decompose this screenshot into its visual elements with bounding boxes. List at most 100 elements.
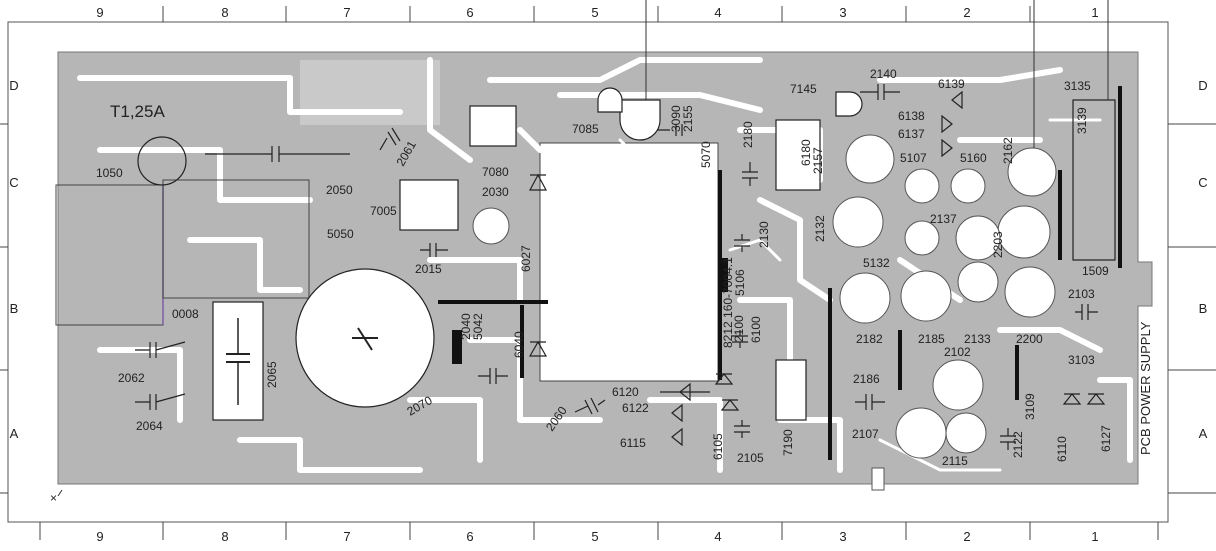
component-label-7085: 7085 xyxy=(572,122,599,136)
grid-row-D-left: D xyxy=(9,78,18,93)
fiducial-mark: × xyxy=(50,491,57,505)
fuse-rating: T1,25A xyxy=(110,102,165,121)
ic-7005 xyxy=(399,179,459,231)
component-label-6100: 6100 xyxy=(749,316,763,343)
component-label-2185: 2185 xyxy=(918,332,945,346)
component-label-6122: 6122 xyxy=(622,401,649,415)
component-label-6120: 6120 xyxy=(612,385,639,399)
grid-row-C-right: C xyxy=(1198,175,1207,190)
component-label-2132: 2132 xyxy=(813,215,827,242)
grid-col-8-top: 8 xyxy=(221,5,228,20)
grid-col-3-top: 3 xyxy=(839,5,846,20)
component-label-3090: 3090 xyxy=(669,105,683,132)
grid-ticks xyxy=(0,6,1216,540)
component-label-2107: 2107 xyxy=(852,427,879,441)
grid-col-6-top: 6 xyxy=(466,5,473,20)
component-label-2180: 2180 xyxy=(741,121,755,148)
component-label-2133: 2133 xyxy=(964,332,991,346)
grid-row-A-right: A xyxy=(1199,426,1208,441)
component-label-2115: 2115 xyxy=(942,454,968,468)
component-label-2200: 2200 xyxy=(1016,332,1043,346)
component-label-3139: 3139 xyxy=(1075,107,1089,134)
component-label-2103: 2103 xyxy=(1068,287,1095,301)
component-label-2102: 2102 xyxy=(944,345,971,359)
grid-col-5-bottom: 5 xyxy=(591,529,598,544)
component-label-2030: 2030 xyxy=(482,185,509,199)
component-label-7190: 7190 xyxy=(781,429,795,456)
grid-col-6-bottom: 6 xyxy=(466,529,473,544)
ic-7190 xyxy=(775,359,807,421)
component-label-2064: 2064 xyxy=(136,419,163,433)
component-label-2137: 2137 xyxy=(930,212,957,226)
component-label-6127: 6127 xyxy=(1099,425,1113,452)
component-label-2040: 2040 xyxy=(459,313,473,340)
component-label-1509: 1509 xyxy=(1082,264,1109,278)
component-label-2140: 2140 xyxy=(870,67,897,81)
ic-7080 xyxy=(469,105,517,147)
connector-1509 xyxy=(1072,99,1116,261)
transistor-7145 xyxy=(835,91,863,117)
leader-lines xyxy=(57,0,1109,497)
inductor-5106 xyxy=(718,258,728,292)
component-label-7080: 7080 xyxy=(482,165,509,179)
copper-traces xyxy=(77,57,1133,473)
component-label-2122: 2122 xyxy=(1011,431,1025,458)
component-label-2100: 2100 xyxy=(732,315,746,342)
grid-row-D-right: D xyxy=(1198,78,1207,93)
grid-row-C-left: C xyxy=(9,175,18,190)
module-outline xyxy=(162,179,310,299)
grid-col-1-top: 1 xyxy=(1091,5,1098,20)
grid-row-B-right: B xyxy=(1199,301,1208,316)
component-label-5106: 5106 xyxy=(733,269,747,296)
grid-col-9-bottom: 9 xyxy=(96,529,103,544)
grid-col-5-top: 5 xyxy=(591,5,598,20)
component-label-7145: 7145 xyxy=(790,82,817,96)
component-label-6115: 6115 xyxy=(620,436,646,450)
transistor-7085 xyxy=(619,99,661,141)
component-label-2062: 2062 xyxy=(118,371,145,385)
inductor-5042 xyxy=(452,330,462,364)
relay-6180 xyxy=(775,119,821,191)
component-label-2157: 2157 xyxy=(811,147,825,174)
fuse-1050 xyxy=(137,136,187,186)
grid-row-A-left: A xyxy=(10,426,19,441)
component-label-6105: 6105 xyxy=(711,433,725,460)
diodes xyxy=(528,90,1106,447)
component-label-2186: 2186 xyxy=(853,372,880,386)
component-label-5042: 5042 xyxy=(471,313,485,340)
jumper-wires xyxy=(438,86,1122,460)
grid-col-8-bottom: 8 xyxy=(221,529,228,544)
component-label-2015: 2015 xyxy=(415,262,442,276)
component-label-2065: 2065 xyxy=(265,361,279,388)
component-label-3135: 3135 xyxy=(1064,79,1091,93)
component-label-6180: 6180 xyxy=(799,139,813,166)
component-label-6110: 6110 xyxy=(1055,436,1069,462)
component-label-5050: 5050 xyxy=(327,227,354,241)
component-label-3103: 3103 xyxy=(1068,353,1095,367)
component-label-5070: 5070 xyxy=(699,141,713,168)
grid-col-1-bottom: 1 xyxy=(1091,529,1098,544)
component-label-2105: 2105 xyxy=(737,451,764,465)
component-label-6138: 6138 xyxy=(898,109,925,123)
electrolytic-capacitors xyxy=(472,134,1057,459)
component-label-2203: 2203 xyxy=(991,231,1005,258)
small-capacitors xyxy=(135,84,1098,450)
component-label-2130: 2130 xyxy=(757,221,771,248)
transformer-cutout xyxy=(539,142,719,382)
component-label-1050: 1050 xyxy=(96,166,123,180)
grid-col-7-top: 7 xyxy=(343,5,350,20)
component-label-0008: 0008 xyxy=(172,307,199,321)
component-label-2155: 2155 xyxy=(681,105,695,132)
grid-col-2-top: 2 xyxy=(963,5,970,20)
component-label-2182: 2182 xyxy=(856,332,883,346)
grid-col-3-bottom: 3 xyxy=(839,529,846,544)
component-label-5107: 5107 xyxy=(900,151,927,165)
component-label-6040: 6040 xyxy=(512,331,526,358)
component-label-5160: 5160 xyxy=(960,151,987,165)
component-label-5132: 5132 xyxy=(863,256,890,270)
component-label-2162: 2162 xyxy=(1001,137,1015,164)
grid-col-7-bottom: 7 xyxy=(343,529,350,544)
grid-col-9-top: 9 xyxy=(96,5,103,20)
